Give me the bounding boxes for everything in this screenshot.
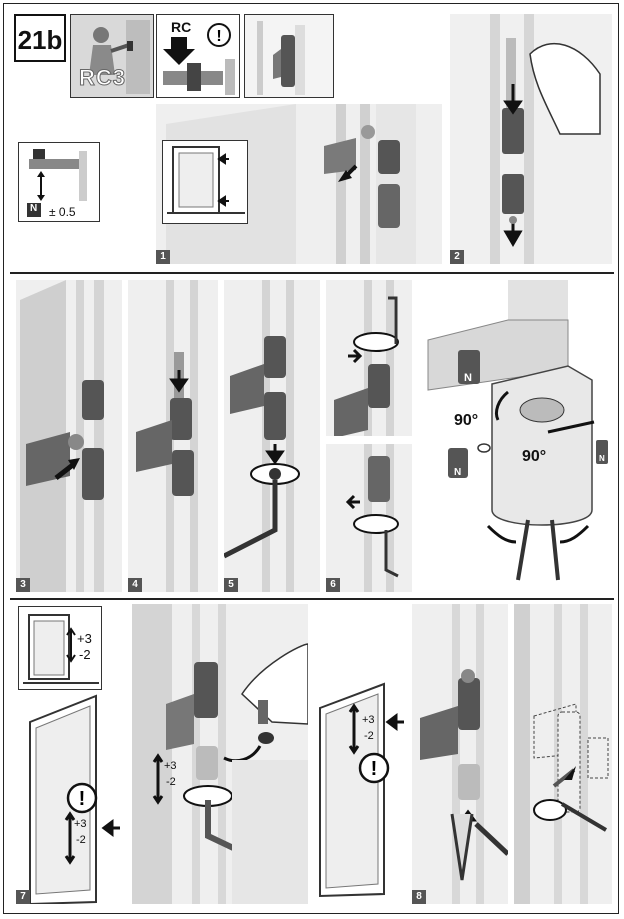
door-overview — [167, 146, 245, 214]
n-marker: N — [30, 203, 38, 214]
warning-icon: ! — [371, 758, 378, 780]
tolerance-value: ± 0.5 — [49, 205, 76, 219]
step-8-detail-illustration — [514, 604, 612, 904]
n-marker: N — [454, 467, 462, 478]
step-3-panel: 3 — [16, 280, 122, 592]
step-2-panel: 2 — [450, 14, 612, 264]
step-6-panel: 6 — [326, 280, 412, 592]
step-1-panel: 1 — [156, 104, 442, 264]
step-7-detail-panel: +3 -2 — [132, 604, 308, 904]
step-number: 3 — [16, 578, 30, 592]
adjust-plus: +3 — [164, 760, 177, 772]
step-7-illustration: ! — [29, 694, 120, 904]
rc-hinge-diagram: ! — [163, 23, 235, 95]
warning-icon: ! — [216, 28, 221, 45]
step-number: 6 — [326, 578, 340, 592]
rc-pressure-box: RC ! — [156, 14, 240, 98]
door-overview-box — [162, 140, 248, 224]
adjust-minus: -2 — [76, 834, 86, 846]
row-divider — [10, 598, 614, 600]
adjustment-detail-illustration — [418, 280, 612, 592]
adjustment-detail-panel: N N N 90° 90° — [418, 280, 612, 592]
sheet-title: 21b — [14, 14, 66, 62]
adjust-minus: -2 — [79, 647, 91, 662]
step-3-illustration — [16, 280, 122, 592]
step-7-panel: +3 -2 ! +3 -2 7 — [16, 604, 124, 904]
step-2-illustration — [450, 14, 612, 264]
rc3-label: RC3 — [78, 65, 127, 91]
rc3-burglar-box: RC3 — [70, 14, 154, 98]
step-number: 4 — [128, 578, 142, 592]
door-adjust-icon — [23, 614, 99, 684]
step-4-panel: 4 — [128, 280, 218, 592]
adjust-minus: -2 — [364, 730, 374, 742]
warning-icon: ! — [79, 788, 86, 810]
burglar-icon — [71, 15, 153, 97]
step-8-illustration — [412, 604, 508, 904]
adjust-minus: -2 — [166, 776, 176, 788]
step-8-door-illustration: ! — [319, 682, 404, 898]
door-adjust-box: +3 -2 — [18, 606, 102, 690]
step-5-illustration — [224, 280, 320, 592]
n-marker: N — [464, 372, 472, 384]
angle-label-right: 90° — [522, 448, 547, 465]
step-6-illustration — [326, 280, 412, 592]
n-marker: N — [599, 454, 605, 463]
step-4-illustration — [128, 280, 218, 592]
step-number: 5 — [224, 578, 238, 592]
step-7-detail-illustration — [132, 604, 308, 904]
adjust-plus: +3 — [74, 818, 87, 830]
step-8-door-panel: ! +3 -2 — [314, 604, 406, 904]
hinge-thumbnail — [244, 14, 334, 98]
row-divider — [10, 272, 614, 274]
step-number: 1 — [156, 250, 170, 264]
tolerance-box: N ± 0.5 — [18, 142, 100, 222]
step-8-panel: 8 — [412, 604, 508, 904]
tolerance-diagram — [27, 149, 87, 217]
step-number: 7 — [16, 890, 30, 904]
step-number: 8 — [412, 890, 426, 904]
adjust-plus: +3 — [77, 631, 92, 646]
adjust-plus: +3 — [362, 714, 375, 726]
step-5-panel: 5 — [224, 280, 320, 592]
rc-label: RC — [171, 19, 192, 35]
step-number: 2 — [450, 250, 464, 264]
angle-label-left: 90° — [454, 412, 479, 429]
step-8-detail-panel — [514, 604, 612, 904]
instruction-sheet: 21b RC3 RC ! — [3, 3, 619, 914]
hinge-icon — [245, 15, 333, 97]
